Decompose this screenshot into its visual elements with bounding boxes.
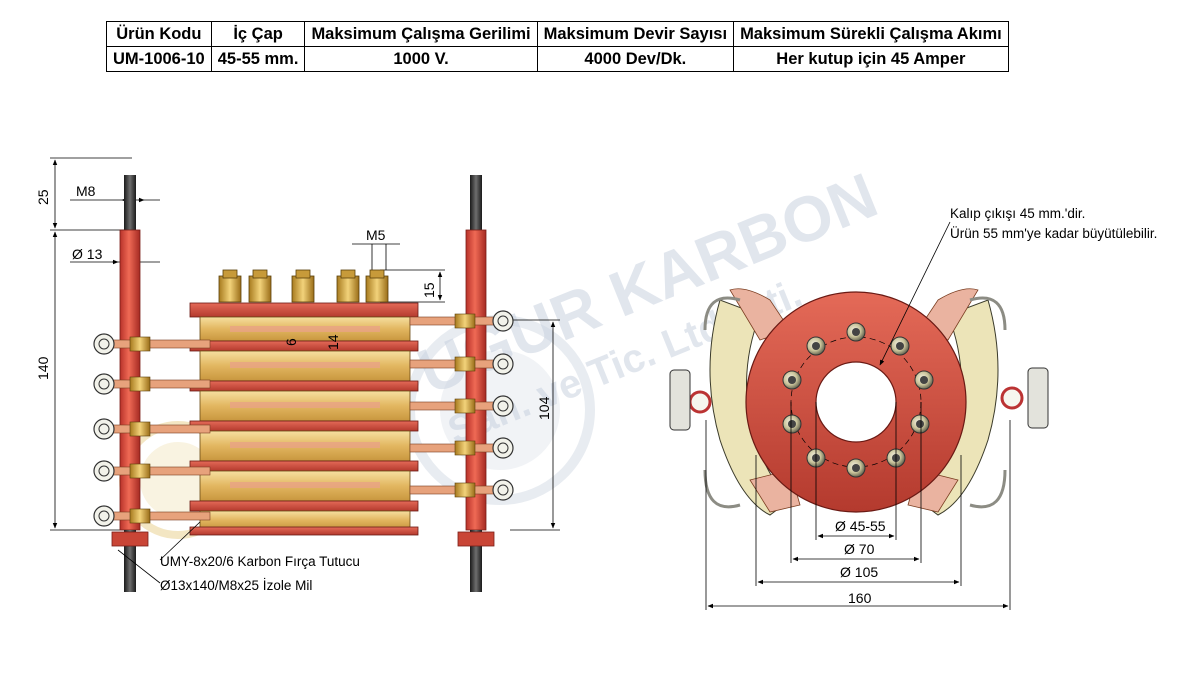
value-inner-diameter: 45-55 mm. — [210, 46, 306, 72]
left-brush-holders — [93, 333, 211, 527]
dim-105-label: Ø 105 — [840, 564, 878, 580]
note-mold-line1: Kalıp çıkışı 45 mm.'dir. — [950, 206, 1085, 221]
header-max-rpm: Maksimum Devir Sayısı — [536, 21, 735, 47]
side-view: 25 M8 Ø 13 140 M5 15 6 14 104 UMY-8x20/6… — [35, 157, 560, 593]
dim-6-label: 6 — [283, 338, 299, 346]
header-max-current: Maksimum Sürekli Çalışma Akımı — [733, 21, 1009, 47]
dim-15-label: 15 — [421, 282, 437, 298]
dim-m5-label: M5 — [366, 227, 386, 243]
dim-14-label: 14 — [325, 334, 341, 350]
header-inner-diameter: İç Çap — [210, 21, 306, 47]
dim-70-label: Ø 70 — [844, 541, 875, 557]
note-mold-line2: Ürün 55 mm'ye kadar büyütülebilir. — [950, 226, 1157, 241]
right-brush-holders — [409, 310, 514, 501]
front-dimension-lines — [705, 221, 1011, 610]
top-terminals — [218, 269, 389, 303]
spec-value-row: UM-1006-10 45-55 mm. 1000 V. 4000 Dev/Dk… — [106, 46, 1009, 72]
dim-d13-label: Ø 13 — [72, 246, 103, 262]
caption-brush-holder: UMY-8x20/6 Karbon Fırça Tutucu — [160, 554, 360, 569]
dim-25-label: 25 — [35, 189, 51, 205]
dim-inner-diameter-label: Ø 45-55 — [835, 518, 886, 534]
right-brush-arm — [907, 288, 1049, 516]
caption-insulated-rod: Ø13x140/M8x25 İzole Mil — [160, 578, 312, 593]
header-product-code: Ürün Kodu — [106, 21, 212, 47]
bore-hole — [815, 361, 897, 443]
value-max-rpm: 4000 Dev/Dk. — [536, 46, 735, 72]
front-view: Kalıp çıkışı 45 mm.'dir. Ürün 55 mm'ye k… — [669, 206, 1157, 610]
slip-ring-stack — [189, 302, 419, 536]
dim-m8-label: M8 — [76, 183, 96, 199]
spec-table: Ürün Kodu İç Çap Maksimum Çalışma Gerili… — [106, 21, 1009, 72]
value-max-current: Her kutup için 45 Amper — [733, 46, 1009, 72]
dim-140-label: 140 — [35, 356, 51, 380]
wire-loops — [703, 296, 1007, 509]
dim-104-label: 104 — [536, 396, 552, 420]
caption-leaders — [117, 521, 201, 584]
value-product-code: UM-1006-10 — [106, 46, 212, 72]
dim-160-label: 160 — [848, 590, 872, 606]
value-max-voltage: 1000 V. — [304, 46, 538, 72]
spec-header-row: Ürün Kodu İç Çap Maksimum Çalışma Gerili… — [106, 21, 1009, 47]
